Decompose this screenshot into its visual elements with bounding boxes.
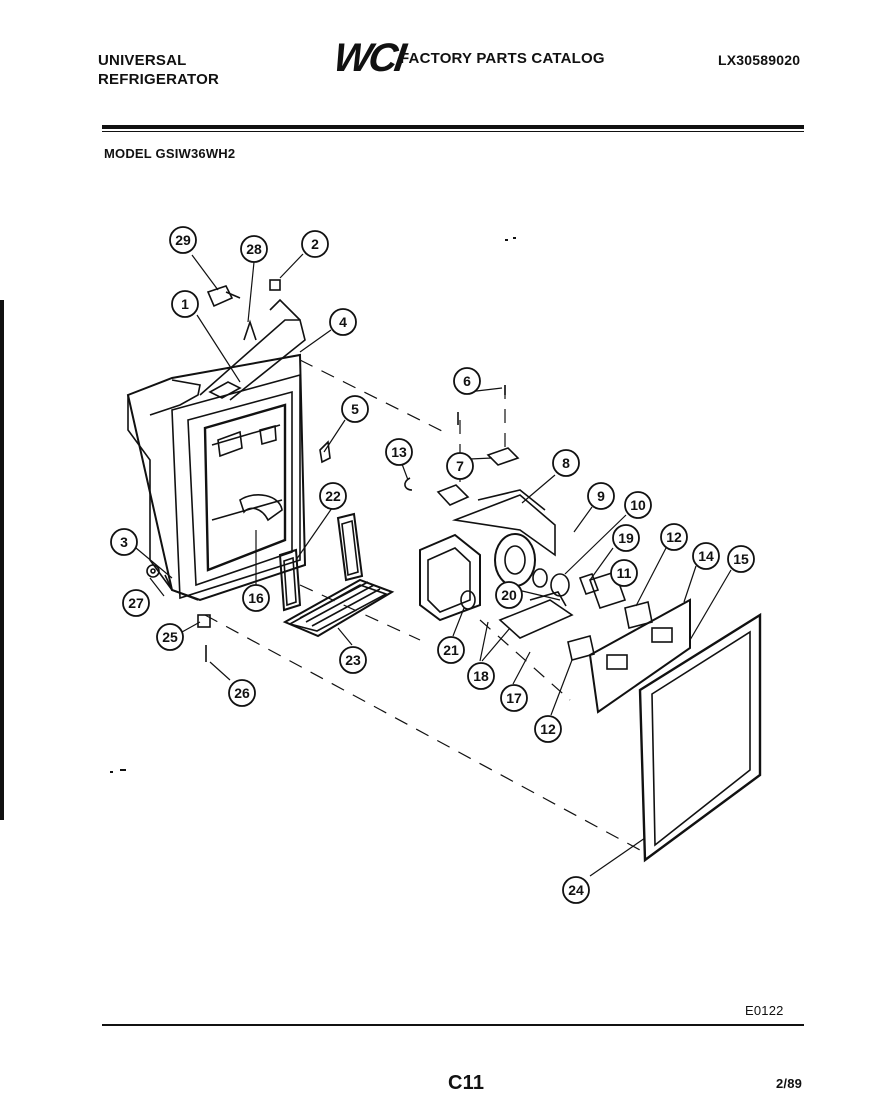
callout-3: 3 bbox=[110, 528, 138, 556]
part-2 bbox=[269, 279, 281, 291]
bracket-13 bbox=[436, 484, 470, 506]
callout-12-top: 12 bbox=[660, 523, 688, 551]
callout-22: 22 bbox=[319, 482, 347, 510]
alignment-lines bbox=[204, 359, 641, 851]
callout-12-bottom-label: 12 bbox=[540, 721, 556, 737]
callout-3-label: 3 bbox=[120, 534, 128, 550]
callout-8: 8 bbox=[552, 449, 580, 477]
callout-11: 11 bbox=[610, 559, 638, 587]
grille-23 bbox=[282, 578, 395, 638]
bracket-7 bbox=[486, 447, 520, 466]
model-label: MODEL GSIW36WH2 bbox=[104, 146, 236, 161]
control-panel-14 bbox=[588, 598, 691, 714]
callout-20-label: 20 bbox=[501, 587, 517, 603]
callout-7-label: 7 bbox=[456, 458, 464, 474]
callout-2-label: 2 bbox=[311, 236, 319, 252]
callout-26-label: 26 bbox=[234, 685, 250, 701]
callout-25-label: 25 bbox=[162, 629, 178, 645]
callout-26: 26 bbox=[228, 679, 256, 707]
header-rule-thick bbox=[102, 125, 804, 129]
callout-17-label: 17 bbox=[506, 690, 522, 706]
callout-5-label: 5 bbox=[351, 401, 359, 417]
callout-14: 14 bbox=[692, 542, 720, 570]
callout-4: 4 bbox=[329, 308, 357, 336]
switch-assembly bbox=[498, 571, 627, 639]
callout-25: 25 bbox=[156, 623, 184, 651]
callout-21-label: 21 bbox=[443, 642, 459, 658]
callout-18-label: 18 bbox=[473, 668, 489, 684]
callouts: 29 28 2 1 4 5 6 13 7 8 9 10 19 12 14 15 … bbox=[110, 226, 755, 904]
catalog-title: FACTORY PARTS CATALOG bbox=[400, 50, 605, 67]
callout-28: 28 bbox=[240, 235, 268, 263]
callout-16: 16 bbox=[242, 584, 270, 612]
pad-12-bottom bbox=[567, 635, 595, 661]
top-bracket bbox=[199, 298, 306, 401]
callout-22-label: 22 bbox=[325, 488, 341, 504]
callout-24: 24 bbox=[562, 876, 590, 904]
callout-19-label: 19 bbox=[618, 530, 634, 546]
callout-24-label: 24 bbox=[568, 882, 584, 898]
callout-18: 18 bbox=[467, 662, 495, 690]
fasteners bbox=[146, 564, 211, 662]
callout-1: 1 bbox=[171, 290, 199, 318]
callout-4-label: 4 bbox=[339, 314, 347, 330]
callout-28-label: 28 bbox=[246, 241, 262, 257]
callout-1-label: 1 bbox=[181, 296, 189, 312]
callout-16-label: 16 bbox=[248, 590, 264, 606]
panel-22 bbox=[336, 512, 364, 582]
callout-5: 5 bbox=[341, 395, 369, 423]
callout-29-label: 29 bbox=[175, 232, 191, 248]
callout-17: 17 bbox=[500, 684, 528, 712]
door-frame-24 bbox=[638, 612, 762, 863]
callout-23-label: 23 bbox=[345, 652, 361, 668]
callout-12-bottom: 12 bbox=[534, 715, 562, 743]
part-number: LX30589020 bbox=[718, 52, 801, 68]
diagram-code: E0122 bbox=[745, 1003, 784, 1018]
scan-edge bbox=[0, 300, 4, 820]
callout-27-label: 27 bbox=[128, 595, 144, 611]
callout-6-label: 6 bbox=[463, 373, 471, 389]
callout-11-label: 11 bbox=[617, 565, 632, 581]
callout-10-label: 10 bbox=[630, 497, 646, 513]
callout-9: 9 bbox=[587, 482, 615, 510]
callout-8-label: 8 bbox=[562, 455, 570, 471]
part-5 bbox=[319, 440, 331, 464]
panel-16-strip bbox=[278, 548, 302, 612]
callout-15-label: 15 bbox=[733, 551, 749, 567]
callout-10: 10 bbox=[624, 491, 652, 519]
callout-13: 13 bbox=[385, 438, 413, 466]
callout-13-label: 13 bbox=[391, 444, 407, 460]
callout-6: 6 bbox=[453, 367, 481, 395]
callout-14-label: 14 bbox=[698, 548, 714, 564]
callout-29: 29 bbox=[169, 226, 197, 254]
callout-20: 20 bbox=[495, 581, 523, 609]
callout-21: 21 bbox=[437, 636, 465, 664]
brand-line-2: REFRIGERATOR bbox=[98, 71, 220, 88]
page-number: C11 bbox=[448, 1072, 485, 1094]
callout-2: 2 bbox=[301, 230, 329, 258]
leader-lines bbox=[135, 253, 732, 877]
callout-7: 7 bbox=[446, 452, 474, 480]
motor-assembly bbox=[419, 489, 570, 622]
catalog-date: 2/89 bbox=[776, 1076, 803, 1091]
callout-27: 27 bbox=[122, 589, 150, 617]
callout-23: 23 bbox=[339, 646, 367, 674]
callout-9-label: 9 bbox=[597, 488, 605, 504]
brand-line-1: UNIVERSAL bbox=[98, 52, 187, 69]
callout-19: 19 bbox=[612, 524, 640, 552]
part-29 bbox=[206, 285, 241, 308]
footer-rule bbox=[102, 1024, 804, 1026]
callout-15: 15 bbox=[727, 545, 755, 573]
callout-12-top-label: 12 bbox=[666, 529, 682, 545]
header-rule-thin bbox=[102, 131, 804, 132]
